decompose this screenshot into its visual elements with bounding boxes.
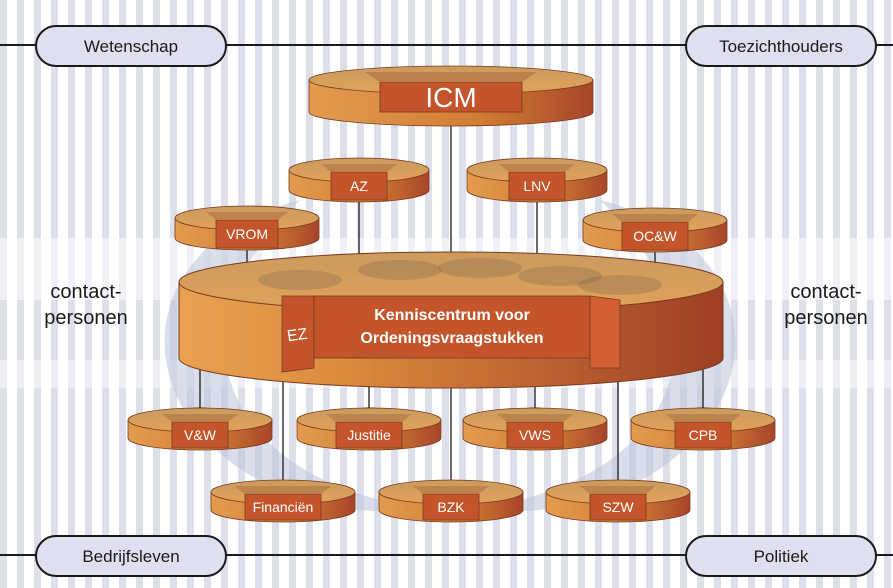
frame-lines bbox=[0, 44, 893, 556]
node-bzk: BZK bbox=[378, 479, 524, 523]
node-cpb-label: CPB bbox=[689, 427, 718, 443]
corner-label-bottom-right: Politiek bbox=[754, 547, 809, 566]
node-vw-label: V&W bbox=[184, 427, 217, 443]
corner-label-bottom-left: Bedrijfsleven bbox=[82, 547, 179, 566]
node-ocw: OC&W bbox=[582, 207, 728, 253]
node-lnv: LNV bbox=[466, 157, 608, 203]
side-label-right-line1: contact- bbox=[790, 281, 861, 303]
corner-label-top-left: Wetenschap bbox=[84, 37, 178, 56]
node-icm-label: ICM bbox=[425, 82, 476, 113]
node-lnv-label: LNV bbox=[523, 178, 551, 194]
node-az-label: AZ bbox=[350, 178, 368, 194]
node-justitie-label: Justitie bbox=[347, 427, 391, 443]
node-center-kenniscentrum: EZ Kenniscentrum voorOrdeningsvraagstukke… bbox=[178, 251, 724, 389]
node-justitie: Justitie bbox=[296, 407, 442, 451]
side-label-left: contact- personen bbox=[44, 281, 127, 329]
corner-pill-top-left: Wetenschap bbox=[35, 25, 227, 67]
corner-label-top-right: Toezichthouders bbox=[719, 37, 843, 56]
node-center-side-label: EZ bbox=[286, 326, 309, 346]
node-vrom: VROM bbox=[174, 205, 320, 251]
node-vws: VWS bbox=[462, 407, 608, 451]
side-label-right-line2: personen bbox=[784, 307, 867, 329]
node-szw: SZW bbox=[545, 479, 691, 523]
side-label-right: contact- personen bbox=[784, 281, 867, 329]
corner-pill-top-right: Toezichthouders bbox=[685, 25, 877, 67]
node-vrom-label: VROM bbox=[226, 226, 268, 242]
node-vw: V&W bbox=[127, 407, 273, 451]
node-vws-label: VWS bbox=[519, 427, 551, 443]
side-label-left-line1: contact- bbox=[50, 281, 121, 303]
node-center-title-line1: Kenniscentrum voor bbox=[374, 307, 530, 324]
node-bzk-label: BZK bbox=[437, 499, 465, 515]
side-label-left-line2: personen bbox=[44, 307, 127, 329]
node-center-title-line2: Ordeningsvraagstukken bbox=[360, 330, 543, 347]
node-financien: Financiën bbox=[210, 479, 356, 523]
corner-pill-bottom-left: Bedrijfsleven bbox=[35, 535, 227, 577]
node-ocw-label: OC&W bbox=[633, 228, 677, 244]
corner-pill-bottom-right: Politiek bbox=[685, 535, 877, 577]
node-icm: ICM bbox=[308, 65, 594, 127]
node-cpb: CPB bbox=[630, 407, 776, 451]
node-financien-label: Financiën bbox=[253, 499, 314, 515]
node-az: AZ bbox=[288, 157, 430, 203]
node-szw-label: SZW bbox=[602, 499, 634, 515]
